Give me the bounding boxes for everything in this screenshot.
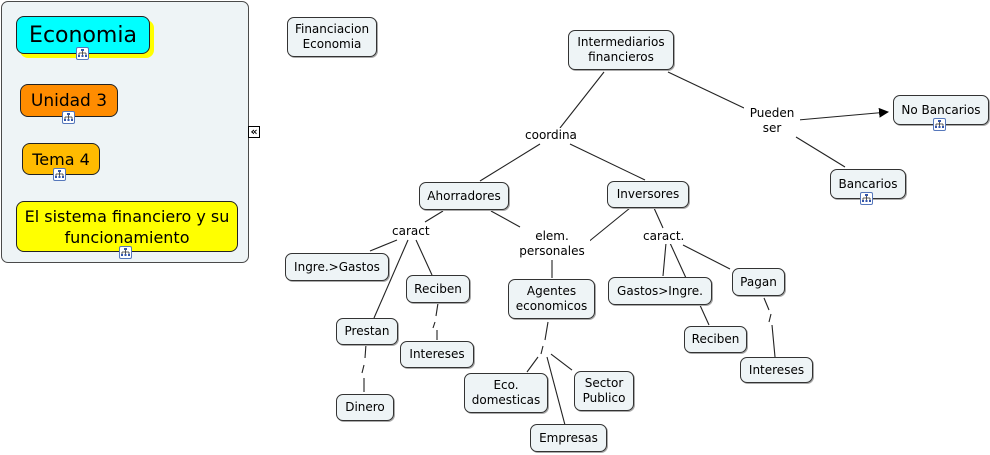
concept-label: Agentes economicos: [515, 284, 588, 313]
concept-map-icon[interactable]: [62, 111, 75, 124]
link-line: [763, 297, 770, 311]
link-line: [797, 107, 889, 121]
link-line: [479, 143, 541, 182]
concept-dinero[interactable]: Dinero: [336, 394, 394, 421]
concept-gastos-ingre[interactable]: Gastos>Ingre.: [608, 277, 712, 305]
link-line: [662, 242, 667, 277]
concept-label: Empresas: [539, 430, 598, 445]
link-line: [490, 210, 521, 228]
concept-label: Financiacion Economia: [294, 22, 370, 51]
link-line: [586, 207, 631, 244]
link-label-elem-personales: elem. personales: [514, 229, 590, 259]
link-line: [432, 321, 436, 329]
concept-intermediarios-financieros[interactable]: Intermediarios financieros: [568, 30, 674, 70]
link-line: [667, 71, 745, 109]
concept-ahorradores[interactable]: Ahorradores: [419, 182, 509, 210]
concept-label: Intereses: [748, 362, 805, 377]
concept-pagan[interactable]: Pagan: [732, 268, 785, 296]
link-label-caract: caract: [392, 224, 430, 239]
concept-label: Eco. domesticas: [471, 378, 541, 407]
concept-label: Reciben: [691, 332, 740, 346]
link-line: [540, 345, 544, 355]
concept-prestan[interactable]: Prestan: [336, 318, 398, 345]
link-line: [435, 302, 439, 317]
concept-label: No Bancarios: [901, 102, 981, 117]
concept-map-icon[interactable]: [860, 192, 873, 205]
link-line: [526, 356, 539, 373]
link-line: [682, 244, 731, 270]
concept-intereses-ahorradores[interactable]: Intereses: [400, 341, 474, 368]
concept-no-bancarios[interactable]: No Bancarios: [893, 95, 989, 125]
concept-label: Bancarios: [838, 176, 898, 191]
concept-label: Prestan: [344, 324, 390, 338]
breadcrumb-panel: Economia Unidad 3 Tema 4 El sistema fina…: [1, 1, 249, 263]
concept-map-icon[interactable]: [119, 246, 132, 259]
link-line: [550, 353, 573, 371]
double-chevron-left-icon: «: [250, 125, 258, 138]
link-line: [424, 210, 444, 223]
link-line: [768, 313, 772, 323]
concept-label: Inversores: [616, 187, 680, 201]
breadcrumb-economia-label: Economia: [29, 22, 137, 48]
link-line: [653, 207, 664, 229]
link-line: [569, 143, 646, 181]
concept-intereses-inversores[interactable]: Intereses: [740, 357, 813, 383]
concept-map-icon[interactable]: [76, 47, 89, 60]
link-label-pueden-ser: Pueden ser: [744, 106, 800, 136]
breadcrumb-unidad-3-label: Unidad 3: [30, 90, 108, 111]
concept-label: Ingre.>Gastos: [294, 259, 380, 274]
concept-sector-publico[interactable]: Sector Publico: [574, 371, 634, 411]
link-line: [559, 71, 605, 129]
concept-financiacion-economia[interactable]: Financiacion Economia: [287, 17, 377, 57]
concept-eco-domesticas[interactable]: Eco. domesticas: [464, 373, 548, 413]
link-line: [373, 239, 409, 319]
breadcrumb-tema-4-label: Tema 4: [32, 149, 90, 169]
concept-empresas[interactable]: Empresas: [530, 424, 607, 452]
link-line: [795, 136, 846, 168]
collapse-panel-button[interactable]: «: [248, 126, 260, 138]
concept-label: Sector Publico: [582, 376, 626, 405]
link-line: [771, 324, 776, 358]
link-line: [669, 242, 687, 279]
concept-label: Gastos>Ingre.: [617, 283, 703, 298]
concept-label: Ahorradores: [427, 188, 501, 203]
concept-label: Pagan: [740, 274, 777, 289]
concept-reciben-inversores[interactable]: Reciben: [684, 326, 747, 353]
concept-ingre-gastos[interactable]: Ingre.>Gastos: [285, 253, 389, 281]
link-line: [698, 302, 710, 326]
concept-reciben-ahorradores[interactable]: Reciben: [406, 275, 470, 303]
link-line: [415, 239, 433, 276]
concept-label: Intermediarios financieros: [577, 35, 665, 64]
breadcrumb-sistema-financiero-label: El sistema financiero y su funcionamient…: [24, 206, 230, 247]
link-label-caract-dot: caract.: [643, 229, 685, 244]
link-line: [544, 321, 549, 341]
link-line: [369, 239, 398, 252]
concept-label: Reciben: [414, 281, 462, 296]
concept-map-icon[interactable]: [933, 118, 946, 131]
concept-map-icon[interactable]: [53, 168, 66, 181]
link-line: [361, 364, 365, 374]
concept-label: Intereses: [409, 347, 465, 361]
breadcrumb-sistema-financiero[interactable]: El sistema financiero y su funcionamient…: [16, 201, 238, 252]
concept-label: Dinero: [345, 400, 385, 414]
concept-agentes-economicos[interactable]: Agentes economicos: [508, 279, 595, 319]
link-line: [546, 356, 566, 426]
link-line: [364, 343, 367, 359]
concept-inversores[interactable]: Inversores: [607, 181, 689, 208]
link-label-coordina: coordina: [525, 128, 577, 143]
